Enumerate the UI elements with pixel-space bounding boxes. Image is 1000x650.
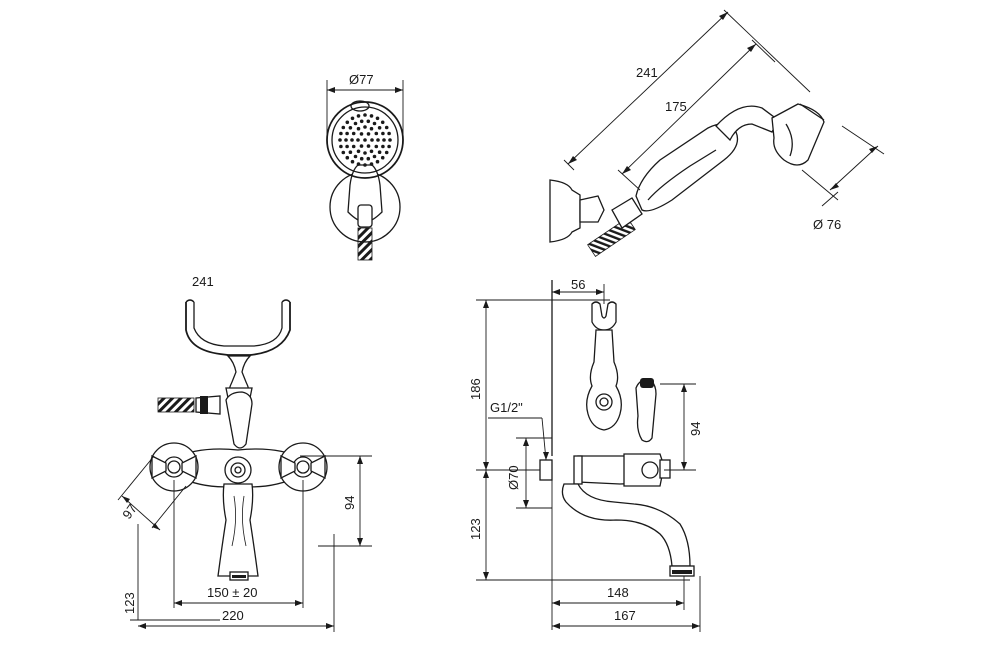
- shower-hole: [356, 149, 361, 154]
- shower-hole: [381, 131, 385, 136]
- shower-holes: [338, 113, 392, 167]
- shower-hole: [356, 138, 360, 142]
- shower-hole: [350, 159, 355, 164]
- dim-text-94-front: 94: [342, 496, 357, 510]
- shower-hole: [366, 144, 371, 148]
- shower-hole: [387, 144, 391, 149]
- dim-text-241-side: 241: [636, 65, 658, 80]
- shower-hole: [345, 144, 349, 149]
- dim-text-148: 148: [607, 585, 629, 600]
- shower-hole: [366, 156, 371, 161]
- shower-hole: [369, 162, 374, 166]
- shower-hole: [376, 138, 380, 142]
- shower-hole: [353, 121, 358, 126]
- shower-hole: [363, 151, 367, 155]
- shower-hole: [363, 163, 367, 167]
- shower-hole: [350, 138, 354, 142]
- shower-hole: [341, 150, 346, 155]
- shower-hole: [377, 126, 382, 130]
- shower-hole: [375, 116, 380, 121]
- shower-hole: [345, 131, 349, 136]
- shower-hole: [374, 144, 379, 149]
- shower-hole: [351, 131, 356, 136]
- shower-hole: [350, 116, 355, 121]
- dim-handshower-front-diameter: Ø77: [326, 72, 404, 136]
- shower-hole: [345, 155, 350, 160]
- shower-hole: [384, 125, 389, 130]
- shower-hole: [356, 114, 361, 118]
- dim-text-241-top: 241: [192, 274, 214, 289]
- shower-hole: [377, 150, 382, 154]
- shower-hole: [369, 114, 374, 118]
- shower-hole: [339, 131, 343, 136]
- dim-text-123-front: 123: [122, 592, 137, 614]
- shower-hole: [363, 113, 367, 117]
- shower-hole: [372, 121, 377, 126]
- dim-text-diameter-70: Ø70: [506, 465, 521, 490]
- dim-mixer-front: 97 94 123 150 ± 20 220: [117, 455, 372, 632]
- shower-hole: [382, 138, 386, 142]
- dim-text-56: 56: [571, 277, 585, 292]
- dim-handshower-side: 241 175 Ø 76: [563, 9, 885, 232]
- shower-hole: [356, 126, 361, 131]
- shower-hole: [380, 155, 385, 160]
- shower-hole: [369, 126, 374, 131]
- shower-hole: [338, 138, 342, 142]
- handshower-front-view: [326, 100, 404, 261]
- shower-hole: [387, 131, 391, 136]
- shower-hole: [353, 154, 358, 159]
- dim-text-123-side: 123: [468, 518, 483, 540]
- dim-text-97: 97: [119, 501, 140, 522]
- handshower-side-view: [549, 103, 825, 257]
- shower-hole: [374, 131, 379, 136]
- shower-hole: [356, 162, 361, 166]
- shower-hole: [366, 132, 371, 136]
- shower-hole: [372, 154, 377, 159]
- shower-hole: [388, 138, 392, 142]
- dim-mixer-side: 56 186 123 G1/2" Ø70 94: [468, 277, 703, 632]
- shower-hole: [359, 119, 364, 124]
- shower-hole: [366, 119, 371, 124]
- shower-hole: [381, 144, 385, 149]
- dim-text-thread: G1/2": [490, 400, 523, 415]
- shower-hole: [345, 120, 350, 125]
- mixer-front-view: 241: [149, 274, 328, 581]
- shower-hole: [348, 126, 353, 130]
- dim-text-diameter-76: Ø 76: [813, 217, 841, 232]
- shower-hole: [363, 125, 367, 129]
- shower-hole: [339, 144, 343, 149]
- shower-hole: [351, 144, 356, 149]
- shower-hole: [359, 156, 364, 161]
- shower-hole: [380, 120, 385, 125]
- dim-text-186: 186: [468, 378, 483, 400]
- shower-hole: [341, 125, 346, 130]
- shower-hole: [369, 149, 374, 154]
- dim-text-220: 220: [222, 608, 244, 623]
- shower-hole: [370, 138, 374, 142]
- shower-hole: [375, 159, 380, 164]
- shower-hole: [359, 144, 364, 148]
- shower-hole: [359, 132, 364, 136]
- dim-text-150: 150 ± 20: [207, 585, 258, 600]
- mixer-side-view: [539, 280, 695, 577]
- shower-hole: [348, 150, 353, 154]
- dim-text-diameter-77: Ø77: [349, 72, 374, 87]
- dim-text-94-side: 94: [688, 422, 703, 436]
- shower-hole: [344, 138, 348, 142]
- shower-hole: [384, 150, 389, 155]
- dim-text-175: 175: [665, 99, 687, 114]
- shower-hole: [363, 138, 367, 142]
- dim-text-167: 167: [614, 608, 636, 623]
